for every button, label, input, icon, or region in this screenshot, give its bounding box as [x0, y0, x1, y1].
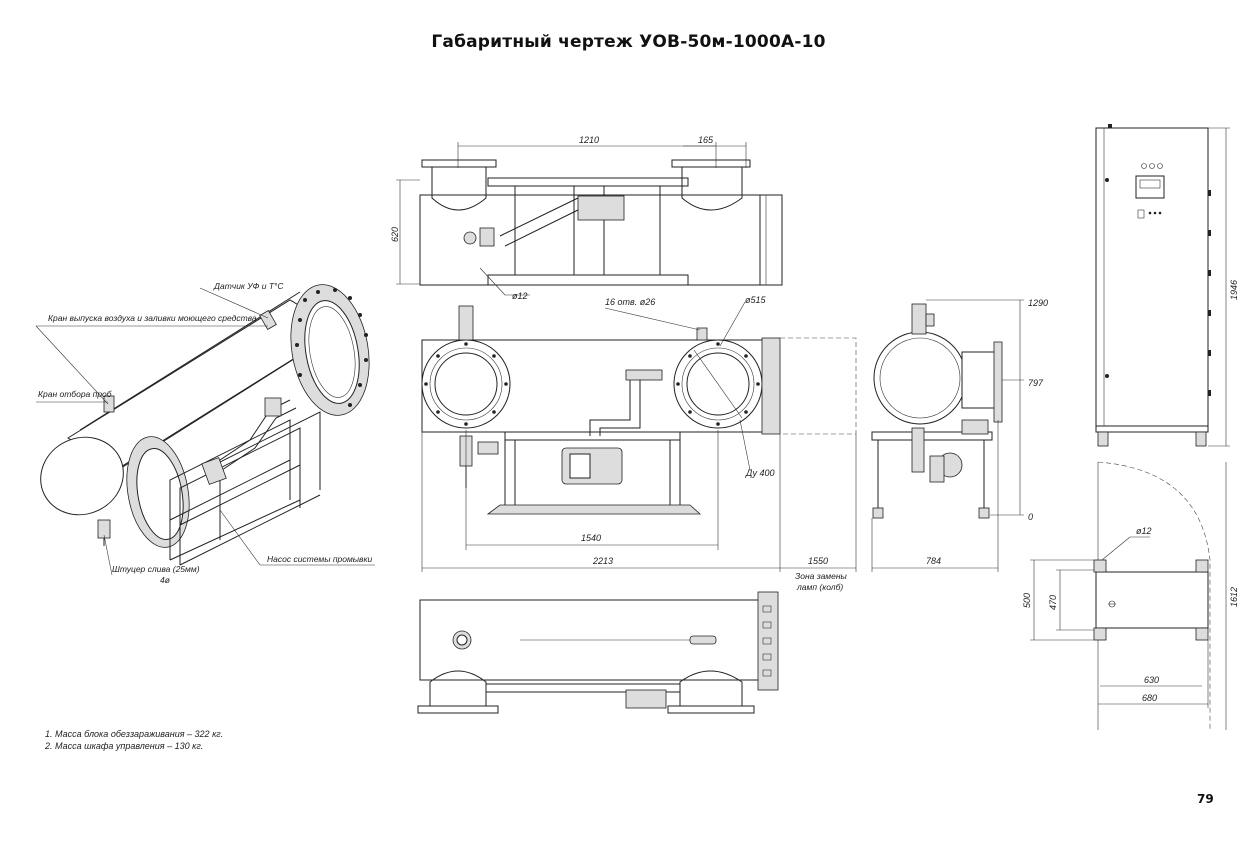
isometric-view — [35, 284, 375, 576]
page-title: Габаритный чертеж УОВ-50м-1000А-10 — [431, 32, 826, 52]
dim-lamp-zone: 1550 — [808, 556, 828, 566]
dim-h-1290: 1290 — [1028, 298, 1048, 308]
label-drain-sub: 4ø — [160, 575, 170, 585]
note-block-mass: 1. Масса блока обеззараживания – 322 кг. — [45, 729, 223, 739]
label-uv-sensor: Датчик УФ и Т°С — [213, 281, 284, 291]
label-lamp-zone-2: ламп (колб) — [796, 582, 843, 592]
dim-top-height: 620 — [390, 227, 400, 242]
top-view — [396, 142, 783, 296]
label-lamp-zone-1: Зона замены — [795, 571, 848, 581]
dim-cab-470: 470 — [1048, 595, 1058, 610]
cabinet-top — [1030, 461, 1227, 730]
dim-cab-500: 500 — [1022, 593, 1032, 608]
dim-cab-depth: 1612 — [1229, 587, 1239, 607]
dim-cab-height: 1946 — [1229, 280, 1239, 300]
dim-total-length: 2213 — [592, 556, 613, 566]
dim-h-797: 797 — [1028, 378, 1044, 388]
dim-h-0: 0 — [1028, 512, 1033, 522]
label-sample-valve: Кран отбора проб — [38, 389, 113, 399]
dim-base-length: 1540 — [581, 533, 601, 543]
page-number: 79 — [1197, 792, 1214, 806]
dim-side-width: 784 — [926, 556, 941, 566]
label-pump: Насос системы промывки — [267, 554, 373, 564]
front-view — [421, 301, 857, 572]
dim-holes: 16 отв. ø26 — [605, 297, 655, 307]
note-cabinet-mass: 2. Масса шкафа управления – 130 кг. — [44, 741, 203, 751]
dim-top-width: 1210 — [579, 135, 599, 145]
dim-cab-680: 680 — [1142, 693, 1157, 703]
bottom-view — [417, 591, 779, 714]
dim-nominal: Ду 400 — [745, 468, 774, 478]
dim-top-hole: ø12 — [512, 291, 528, 301]
dim-cab-hole: ø12 — [1136, 526, 1152, 536]
dim-top-flange: 165 — [698, 135, 714, 145]
side-view — [871, 299, 1024, 572]
dim-flange-dia: ø515 — [745, 295, 767, 305]
label-drain: Штуцер слива (25мм) — [112, 564, 200, 574]
cabinet-front — [1095, 124, 1230, 447]
dim-cab-630: 630 — [1144, 675, 1159, 685]
label-air-valve: Кран выпуска воздуха и заливки моющего с… — [48, 313, 257, 323]
